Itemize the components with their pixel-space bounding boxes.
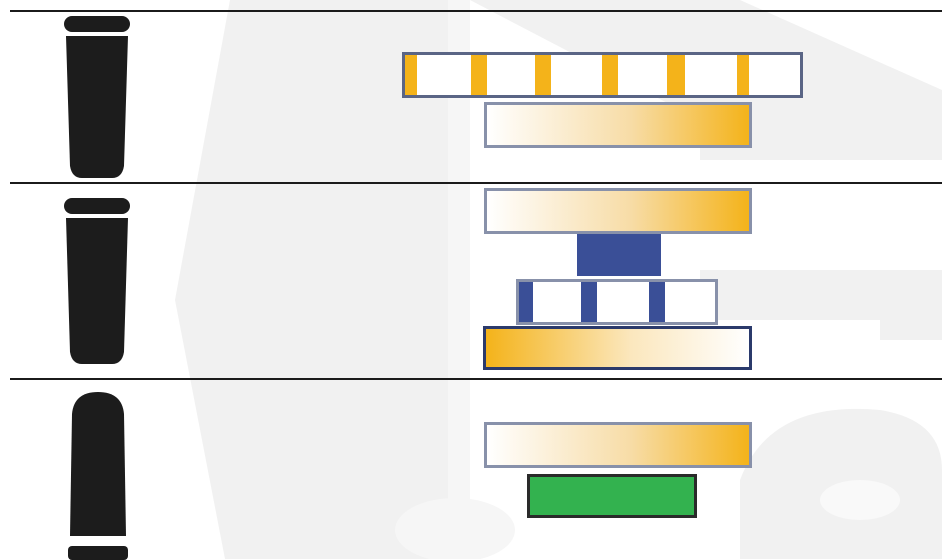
row-3 bbox=[0, 380, 942, 560]
bar-stripe bbox=[737, 55, 749, 95]
row-2 bbox=[0, 184, 942, 378]
bar-stripe bbox=[535, 55, 551, 95]
tyre-icon bbox=[64, 16, 130, 178]
bar-stripe bbox=[519, 282, 533, 322]
gradient-yellow-bar bbox=[484, 188, 752, 234]
row-1 bbox=[0, 0, 942, 182]
bar-stripe bbox=[581, 282, 597, 322]
divider-row-1-2 bbox=[10, 182, 942, 184]
divider-row-2-3 bbox=[10, 378, 942, 380]
gradient-yellow-bar bbox=[484, 422, 752, 468]
gradient-yellow-bar bbox=[484, 102, 752, 148]
striped-blue-bar bbox=[516, 279, 718, 325]
bar-stripe bbox=[405, 55, 417, 95]
striped-yellow-bar bbox=[402, 52, 803, 98]
bar-stripe bbox=[667, 55, 685, 95]
solid-blue-block bbox=[577, 234, 661, 276]
tyre-icon bbox=[68, 392, 128, 560]
solid-green-bar bbox=[527, 474, 697, 518]
bar-stripe bbox=[602, 55, 618, 95]
tyre-icon bbox=[64, 198, 130, 364]
gradient-yellow-bar bbox=[483, 326, 752, 370]
bar-stripe bbox=[471, 55, 487, 95]
bar-stripe bbox=[649, 282, 665, 322]
divider-top bbox=[10, 10, 942, 12]
